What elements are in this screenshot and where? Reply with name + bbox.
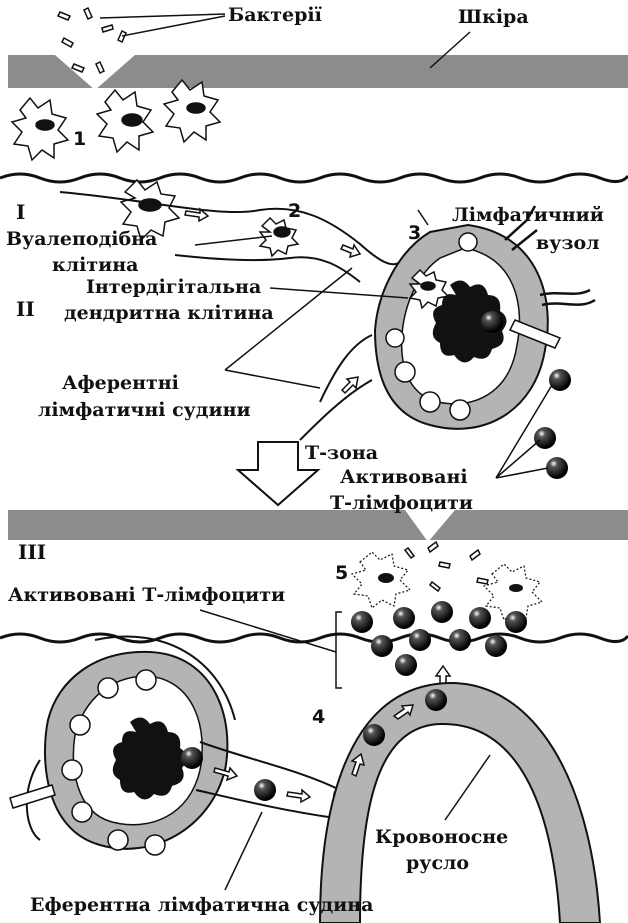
label-interdigital-line2: дендритна клітина bbox=[64, 302, 274, 324]
stage-number-5: 5 bbox=[335, 562, 348, 584]
efferent-pointer bbox=[225, 812, 262, 890]
label-afferent-line2: лімфатичні судини bbox=[38, 399, 251, 421]
label-activated-t-full: Активовані Т-лімфоцити bbox=[8, 584, 285, 606]
wavy-line-1 bbox=[0, 174, 628, 182]
label-bloodstream-line1: Кровоносне bbox=[375, 826, 508, 848]
activated-t-pointer-lower bbox=[200, 610, 336, 652]
lymph-node-2 bbox=[10, 637, 235, 855]
blood-vessel-pointer bbox=[445, 755, 490, 820]
dendritic-cells-stage1 bbox=[12, 80, 220, 160]
stage-number-2: 2 bbox=[288, 200, 301, 222]
label-bacteria: Бактерії bbox=[228, 4, 322, 26]
label-veil-cell-line1: Вуалеподібна bbox=[6, 228, 157, 250]
stage-number-1: 1 bbox=[73, 128, 86, 150]
label-activated-t-line1: Активовані bbox=[340, 466, 468, 488]
stage-number-4: 4 bbox=[312, 706, 325, 728]
afferent-vessel-lower bbox=[300, 335, 372, 440]
roman-numeral-2: II bbox=[16, 297, 35, 321]
skin-band-bottom bbox=[8, 510, 628, 540]
roman-numeral-1: I bbox=[16, 200, 25, 224]
label-t-zone: Т-зона bbox=[305, 442, 378, 464]
label-activated-t-line2: Т-лімфоцити bbox=[330, 492, 473, 514]
bacteria-cluster-bottom bbox=[405, 542, 488, 591]
label-afferent-line1: Аферентні bbox=[62, 372, 179, 394]
veil-pointer bbox=[195, 236, 272, 245]
label-lymph-node-line1: Лімфатичний bbox=[452, 204, 604, 226]
label-interdigital-line1: Інтердігітальна bbox=[86, 276, 261, 298]
stage-number-3: 3 bbox=[408, 222, 421, 244]
label-lymph-node-line2: вузол bbox=[536, 232, 600, 254]
label-efferent: Еферентна лімфатична судина bbox=[30, 894, 373, 916]
label-veil-cell-line2: клітина bbox=[52, 254, 138, 276]
roman-numeral-3: III bbox=[18, 540, 46, 564]
label-bloodstream-line2: русло bbox=[406, 852, 469, 874]
blood-vessel-arch bbox=[320, 683, 600, 923]
label-skin: Шкіра bbox=[458, 6, 529, 28]
bacteria-pointer-line bbox=[100, 14, 225, 36]
activated-t-bracket bbox=[336, 612, 342, 688]
wavy-line-2 bbox=[0, 634, 628, 642]
